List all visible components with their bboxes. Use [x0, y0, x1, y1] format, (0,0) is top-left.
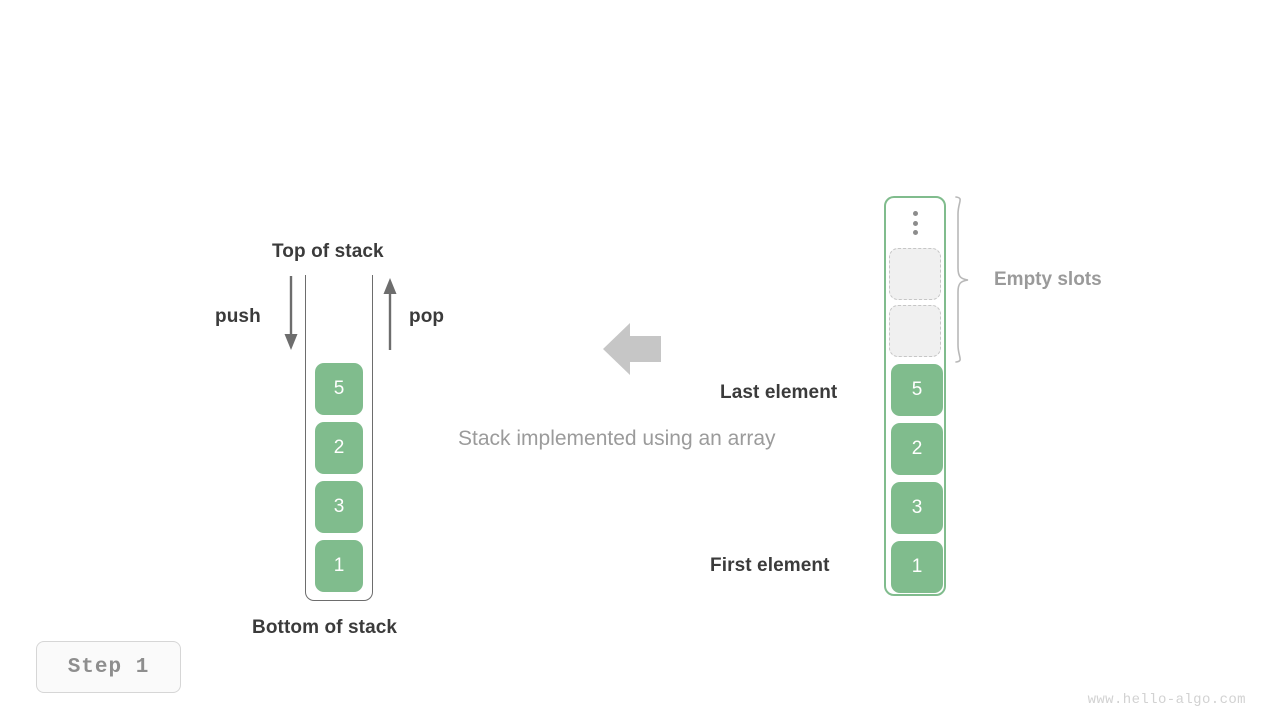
empty-slots-brace [955, 196, 969, 363]
top-of-stack-label: Top of stack [272, 241, 384, 262]
left-arrow-icon [603, 323, 661, 375]
watermark: www.hello-algo.com [1087, 692, 1246, 708]
array-element: 2 [891, 423, 943, 475]
empty-slots-label: Empty slots [994, 269, 1102, 290]
push-label: push [215, 306, 261, 327]
last-element-label: Last element [720, 382, 838, 403]
stack-element: 5 [315, 363, 363, 415]
stack-element: 3 [315, 481, 363, 533]
diagram-caption: Stack implemented using an array [458, 427, 776, 450]
push-arrow-icon [284, 276, 298, 350]
empty-slot [889, 248, 941, 300]
bottom-of-stack-label: Bottom of stack [252, 617, 398, 638]
first-element-label: First element [710, 555, 830, 576]
pop-label: pop [409, 306, 445, 327]
stack-element: 2 [315, 422, 363, 474]
array-container: 5 2 3 1 [884, 196, 946, 596]
pop-arrow-icon [383, 278, 397, 350]
stack-container: 5 2 3 1 [305, 275, 373, 601]
step-badge: Step 1 [36, 641, 181, 693]
vertical-ellipsis-icon [913, 211, 918, 235]
empty-slot [889, 305, 941, 357]
stack-element: 1 [315, 540, 363, 592]
array-element: 5 [891, 364, 943, 416]
array-element: 1 [891, 541, 943, 593]
array-element: 3 [891, 482, 943, 534]
